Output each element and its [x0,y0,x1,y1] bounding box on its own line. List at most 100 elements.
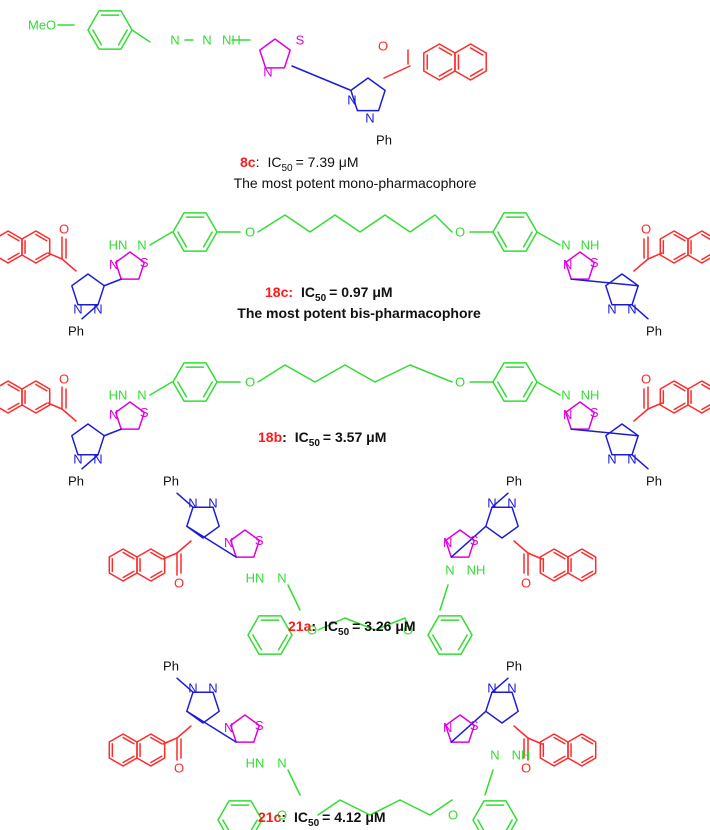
aryl-ring-right [472,800,518,830]
double-bond [497,381,508,398]
pyrazole-ring [71,273,105,306]
double-bond [457,634,468,651]
hydrazone-hn-left: HN [246,571,265,586]
pyrazole-n2: N [507,496,516,511]
double-bond [553,736,566,745]
double-bond [469,68,484,77]
double-bond [581,570,594,579]
pyrazole-n2: N [607,451,616,466]
carbonyl-bond [47,252,63,260]
double-bond [432,634,443,651]
double-bond [7,402,20,411]
imine-bond [536,231,561,246]
ether-o-left: O [245,225,255,240]
alkyl-chain [317,799,453,816]
carbonyl-oxygen: O [641,372,651,387]
hydrazone-n-left: N [277,571,286,586]
biaryl-bond [186,710,237,743]
pyrazole-ring [71,423,105,456]
hydrazone-nh-right: NH [581,388,600,403]
caption-18b: 18b:IC50= 3.57 μM [258,429,386,449]
imine-bond [536,381,561,396]
hydrazone-nh-right: NH [581,238,600,253]
thiazole-ring [114,251,146,280]
imine-bond [149,381,173,396]
double-bond [469,47,484,56]
ic50-prefix-18b: IC [295,429,309,445]
ic50-prefix-21a: IC [324,618,338,634]
compound-id-21a-colon: : [311,618,316,634]
alkyl-chain [317,617,411,631]
hydrazone-nh-right: NH [467,563,486,578]
biaryl-bond [186,525,237,558]
aryl-ring-right [427,615,473,655]
double-bond [250,819,258,830]
carbonyl-oxygen: O [378,39,388,54]
pyrazole-ring [605,273,639,306]
pyrazole-n2: N [607,301,616,316]
compound-id-8c: 8c [240,154,256,170]
thiazole-sulfur: S [590,405,599,420]
pyrazole-ring [186,691,220,724]
compound-id-21a: 21a [288,618,312,634]
carbonyl-oxygen: O [521,761,531,776]
pyrazole-n1: N [188,496,197,511]
double-bond [177,381,188,398]
naphthalene-ring-b [454,43,487,81]
carbonyl-bond [633,408,649,422]
double-bond [522,381,533,398]
caption-21a: 21a:IC50= 3.26 μM [288,618,416,638]
hydrazone-n-left: N [137,388,146,403]
hydrazone-n-right: N [561,388,570,403]
ether-o-left: O [277,808,287,823]
double-bond [122,755,135,764]
double-bond [35,402,48,411]
biaryl-bond [450,525,487,558]
biaryl-bond [570,428,639,437]
hydrazone-n-right: N [490,748,499,763]
carbonyl-bond [527,552,543,560]
pyrazole-n1: N [627,451,636,466]
naphthalene-ring-b [21,380,51,414]
svg-text:8c:IC50= 7.39 μM: 8c:IC50= 7.39 μM [240,154,359,174]
imine-bond [439,584,449,611]
pyrazole-n1: N [627,301,636,316]
biaryl-bond [570,278,639,287]
carbonyl-bond [47,402,63,410]
hydrazone-n-right: N [445,563,454,578]
n-phenyl-bond [491,677,509,693]
double-bond [553,755,566,764]
biaryl-bond [291,65,351,91]
double-bond [202,381,213,398]
phenyl-label: Ph [376,133,392,148]
compound-id-18b-colon: : [282,429,287,445]
double-bond [581,736,594,745]
thiazole-ring [229,714,261,743]
hydrazone-n-left: N [137,238,146,253]
ic50-value-21c: = 4.12 μM [322,809,385,825]
carbonyl-oxygen: O [641,222,651,237]
alkyl-chain [257,364,453,383]
ic50-sub-8c: 50 [281,163,293,174]
naphthalene-ring-b [687,230,710,264]
double-bond [505,819,513,830]
double-bond [277,634,288,651]
phenyl-label: Ph [506,659,522,674]
naphthalene-ring-a [423,43,456,81]
caption-18c: 18c:IC50= 0.97 μM The most potent bis-ph… [237,284,481,321]
hydrazone-hn-left: HN [109,238,128,253]
pyrazole-ring [350,77,386,112]
methoxy-label: MeO [28,18,56,33]
pyrazole-n1: N [487,496,496,511]
carbonyl-bond [176,540,192,554]
ic50-value-18b: = 3.57 μM [323,429,386,445]
double-bond [7,233,20,242]
imine-bond [149,231,173,246]
double-bond [117,29,128,46]
naphthalene-ring-b [567,548,597,582]
hydrazone-hn-left: HN [246,756,265,771]
double-bond [477,819,485,830]
carbonyl-bond [647,252,663,260]
carbonyl-bond [61,258,77,272]
